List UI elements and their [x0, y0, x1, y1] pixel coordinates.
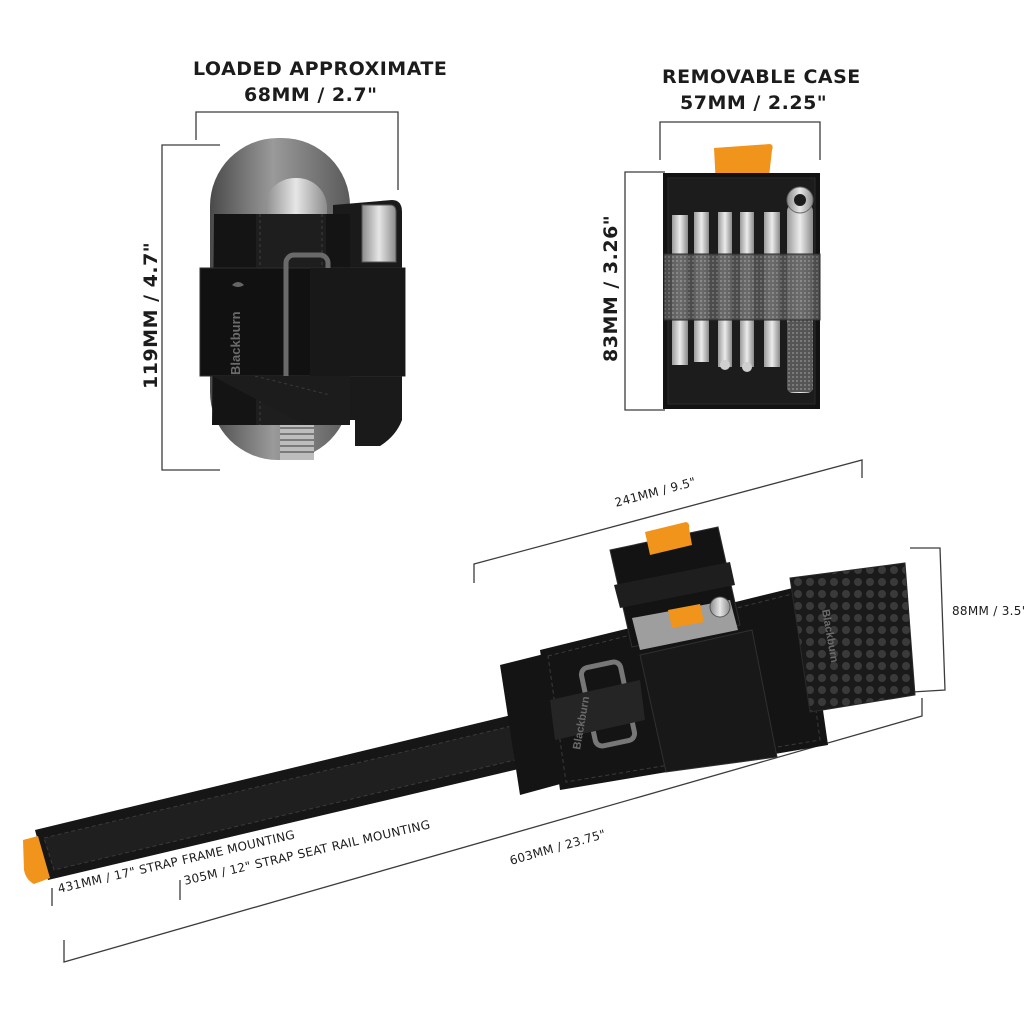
loaded-dimension-lines — [161, 111, 399, 471]
loaded-height-label: 119MM / 4.7" — [140, 241, 162, 389]
removable-case-illustration — [663, 144, 821, 409]
loaded-tool-wrap-illustration — [199, 138, 406, 460]
loaded-logo-text: Blackburn — [228, 311, 243, 375]
case-title: REMOVABLE CASE — [662, 66, 861, 88]
wrap-dimension-lines — [51, 459, 946, 963]
loaded-width-label: 68MM / 2.7" — [244, 84, 378, 106]
case-width-label: 57MM / 2.25" — [680, 92, 828, 114]
wrap-height-label: 88MM / 3.5" — [952, 604, 1024, 618]
open-wrap-illustration — [23, 522, 916, 884]
loaded-title: LOADED APPROXIMATE — [193, 58, 448, 80]
case-dimension-lines — [624, 121, 821, 411]
case-height-label: 83MM / 3.26" — [600, 214, 622, 362]
